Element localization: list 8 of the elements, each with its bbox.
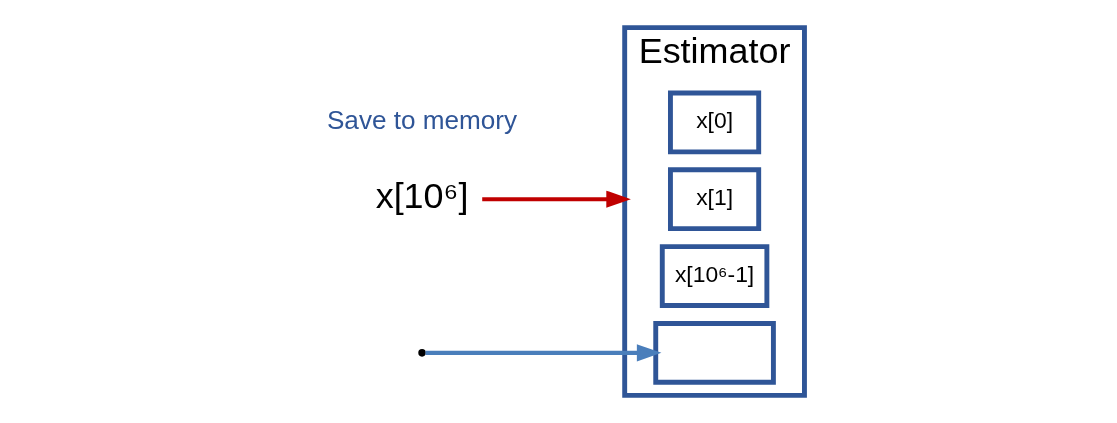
node-text: x[10⁶] bbox=[375, 175, 469, 217]
node-box: x[1] bbox=[668, 167, 762, 232]
label: Save to memory bbox=[326, 104, 518, 135]
node-box: x[0] bbox=[668, 90, 762, 155]
arrow bbox=[482, 190, 631, 208]
node-box bbox=[653, 321, 776, 385]
node-box: x[10⁶-1] bbox=[659, 244, 770, 308]
arrow bbox=[425, 344, 662, 362]
